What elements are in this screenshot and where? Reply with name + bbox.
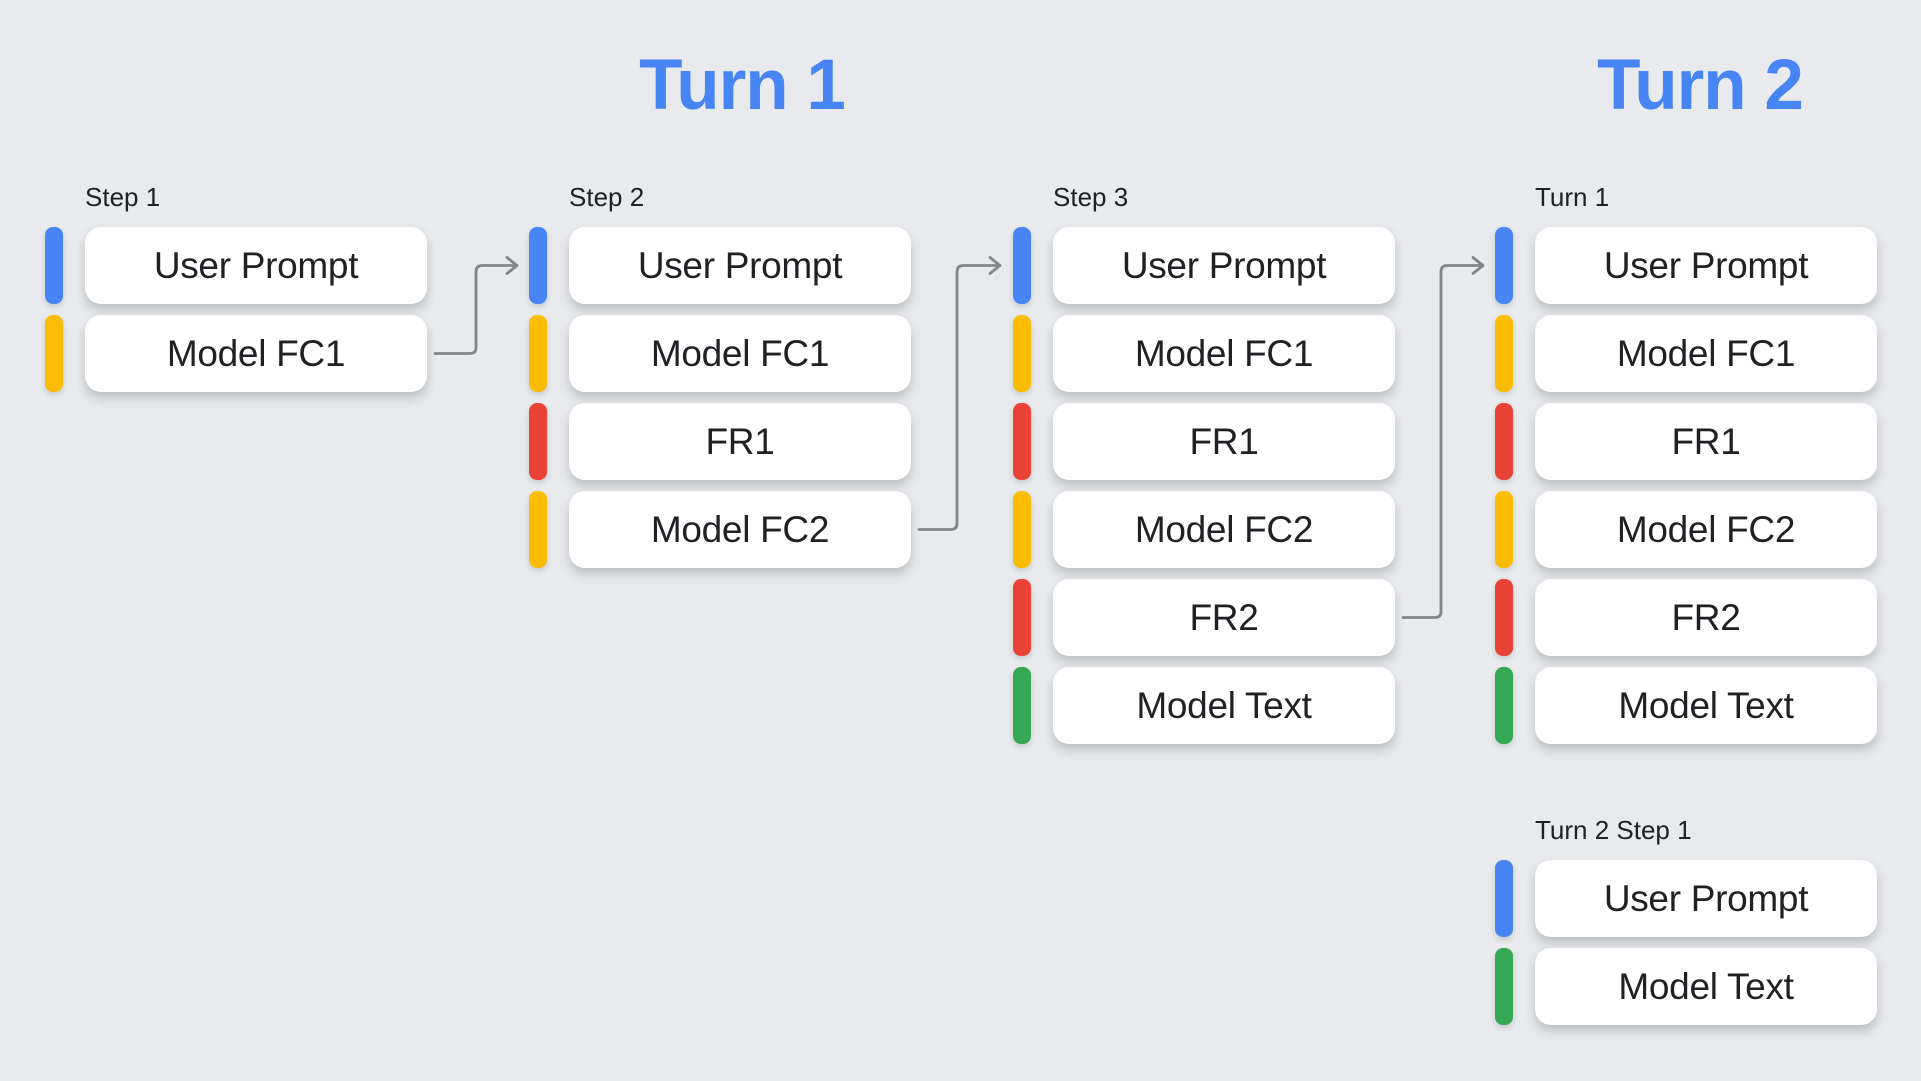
row-model-fc1: Model FC1 — [529, 315, 911, 392]
row-model-fc1: Model FC1 — [1013, 315, 1395, 392]
user-prompt-box-label: User Prompt — [153, 244, 359, 286]
row-model-text: Model Text — [1495, 667, 1877, 744]
row-user-prompt: User Prompt — [1495, 227, 1877, 304]
fr1-pill — [1013, 403, 1031, 480]
fr2-box-label: FR2 — [1671, 596, 1741, 638]
user-prompt-box-label: User Prompt — [1603, 244, 1809, 286]
fr1-box: FR1 — [1053, 403, 1395, 480]
fr1-box: FR1 — [569, 403, 911, 480]
row-fr2: FR2 — [1013, 579, 1395, 656]
model-text-box: Model Text — [1053, 667, 1395, 744]
fr2-pill — [1013, 579, 1031, 656]
fr1-pill — [529, 403, 547, 480]
model-fc1-box-label: Model FC1 — [166, 332, 346, 374]
model-fc1-box: Model FC1 — [1053, 315, 1395, 392]
column-step-1: Step 1 User Prompt Model FC1 — [45, 183, 427, 403]
user-prompt-box-label: User Prompt — [637, 244, 843, 286]
model-text-box-label: Model Text — [1618, 965, 1794, 1007]
arrow-step1-to-step2 — [433, 256, 519, 355]
row-model-text: Model Text — [1013, 667, 1395, 744]
row-fr1: FR1 — [529, 403, 911, 480]
row-user-prompt: User Prompt — [1495, 860, 1877, 937]
model-fc1-box: Model FC1 — [569, 315, 911, 392]
user-prompt-pill — [1013, 227, 1031, 304]
column-step-2-label: Step 2 — [569, 182, 645, 212]
user-prompt-box: User Prompt — [1535, 227, 1877, 304]
model-fc2-box-label: Model FC2 — [1616, 508, 1796, 550]
model-text-box: Model Text — [1535, 948, 1877, 1025]
column-step-1-label: Step 1 — [85, 182, 161, 212]
fr2-box: FR2 — [1535, 579, 1877, 656]
arrow-step3-to-turn2 — [1401, 256, 1485, 619]
model-fc1-box-label: Model FC1 — [1616, 332, 1796, 374]
fr1-box-label: FR1 — [1671, 420, 1741, 462]
user-prompt-box: User Prompt — [85, 227, 427, 304]
fr1-box-label: FR1 — [705, 420, 775, 462]
column-turn-1-history-label: Turn 1 — [1535, 182, 1610, 212]
row-user-prompt: User Prompt — [1013, 227, 1395, 304]
user-prompt-box-label: User Prompt — [1121, 244, 1327, 286]
model-fc1-pill — [1495, 315, 1513, 392]
arrow-step2-to-step3 — [917, 256, 1002, 531]
model-fc1-pill — [529, 315, 547, 392]
model-fc1-box: Model FC1 — [85, 315, 427, 392]
model-fc2-box-label: Model FC2 — [1134, 508, 1314, 550]
fr2-pill — [1495, 579, 1513, 656]
user-prompt-pill — [1495, 860, 1513, 937]
row-user-prompt: User Prompt — [45, 227, 427, 304]
turn-1-header: Turn 1 — [639, 46, 846, 125]
row-model-fc1: Model FC1 — [1495, 315, 1877, 392]
user-prompt-box-label: User Prompt — [1603, 877, 1809, 919]
model-fc1-box-label: Model FC1 — [650, 332, 830, 374]
model-fc1-pill — [1013, 315, 1031, 392]
user-prompt-pill — [529, 227, 547, 304]
row-fr1: FR1 — [1013, 403, 1395, 480]
row-model-text: Model Text — [1495, 948, 1877, 1025]
fr1-box-label: FR1 — [1189, 420, 1259, 462]
model-text-pill — [1495, 667, 1513, 744]
column-step-3: Step 3 User Prompt Model FC1 FR1 Model F… — [1013, 183, 1395, 755]
row-model-fc2: Model FC2 — [1013, 491, 1395, 568]
model-fc2-pill — [1495, 491, 1513, 568]
user-prompt-pill — [1495, 227, 1513, 304]
model-text-box-label: Model Text — [1618, 684, 1794, 726]
user-prompt-box: User Prompt — [569, 227, 911, 304]
model-text-pill — [1013, 667, 1031, 744]
fr2-box-label: FR2 — [1189, 596, 1259, 638]
row-model-fc1: Model FC1 — [45, 315, 427, 392]
fr1-pill — [1495, 403, 1513, 480]
model-fc2-box: Model FC2 — [569, 491, 911, 568]
column-step-2: Step 2 User Prompt Model FC1 FR1 Model F… — [529, 183, 911, 579]
fr2-box: FR2 — [1053, 579, 1395, 656]
row-user-prompt: User Prompt — [529, 227, 911, 304]
model-text-pill — [1495, 948, 1513, 1025]
model-fc2-pill — [1013, 491, 1031, 568]
model-fc1-pill — [45, 315, 63, 392]
user-prompt-pill — [45, 227, 63, 304]
model-fc2-pill — [529, 491, 547, 568]
model-fc2-box: Model FC2 — [1053, 491, 1395, 568]
model-fc2-box: Model FC2 — [1535, 491, 1877, 568]
fr1-box: FR1 — [1535, 403, 1877, 480]
model-fc1-box: Model FC1 — [1535, 315, 1877, 392]
user-prompt-box: User Prompt — [1535, 860, 1877, 937]
column-turn-2-step-1: Turn 2 Step 1 User Prompt Model Text — [1495, 816, 1877, 1036]
column-turn-1-history: Turn 1 User Prompt Model FC1 FR1 Model F… — [1495, 183, 1877, 755]
row-fr2: FR2 — [1495, 579, 1877, 656]
model-fc1-box-label: Model FC1 — [1134, 332, 1314, 374]
turn-2-header: Turn 2 — [1597, 46, 1804, 125]
column-turn-2-step-1-label: Turn 2 Step 1 — [1535, 815, 1692, 845]
row-model-fc2: Model FC2 — [1495, 491, 1877, 568]
user-prompt-box: User Prompt — [1053, 227, 1395, 304]
row-fr1: FR1 — [1495, 403, 1877, 480]
model-text-box: Model Text — [1535, 667, 1877, 744]
column-step-3-label: Step 3 — [1053, 182, 1129, 212]
model-text-box-label: Model Text — [1136, 684, 1312, 726]
row-model-fc2: Model FC2 — [529, 491, 911, 568]
model-fc2-box-label: Model FC2 — [650, 508, 830, 550]
